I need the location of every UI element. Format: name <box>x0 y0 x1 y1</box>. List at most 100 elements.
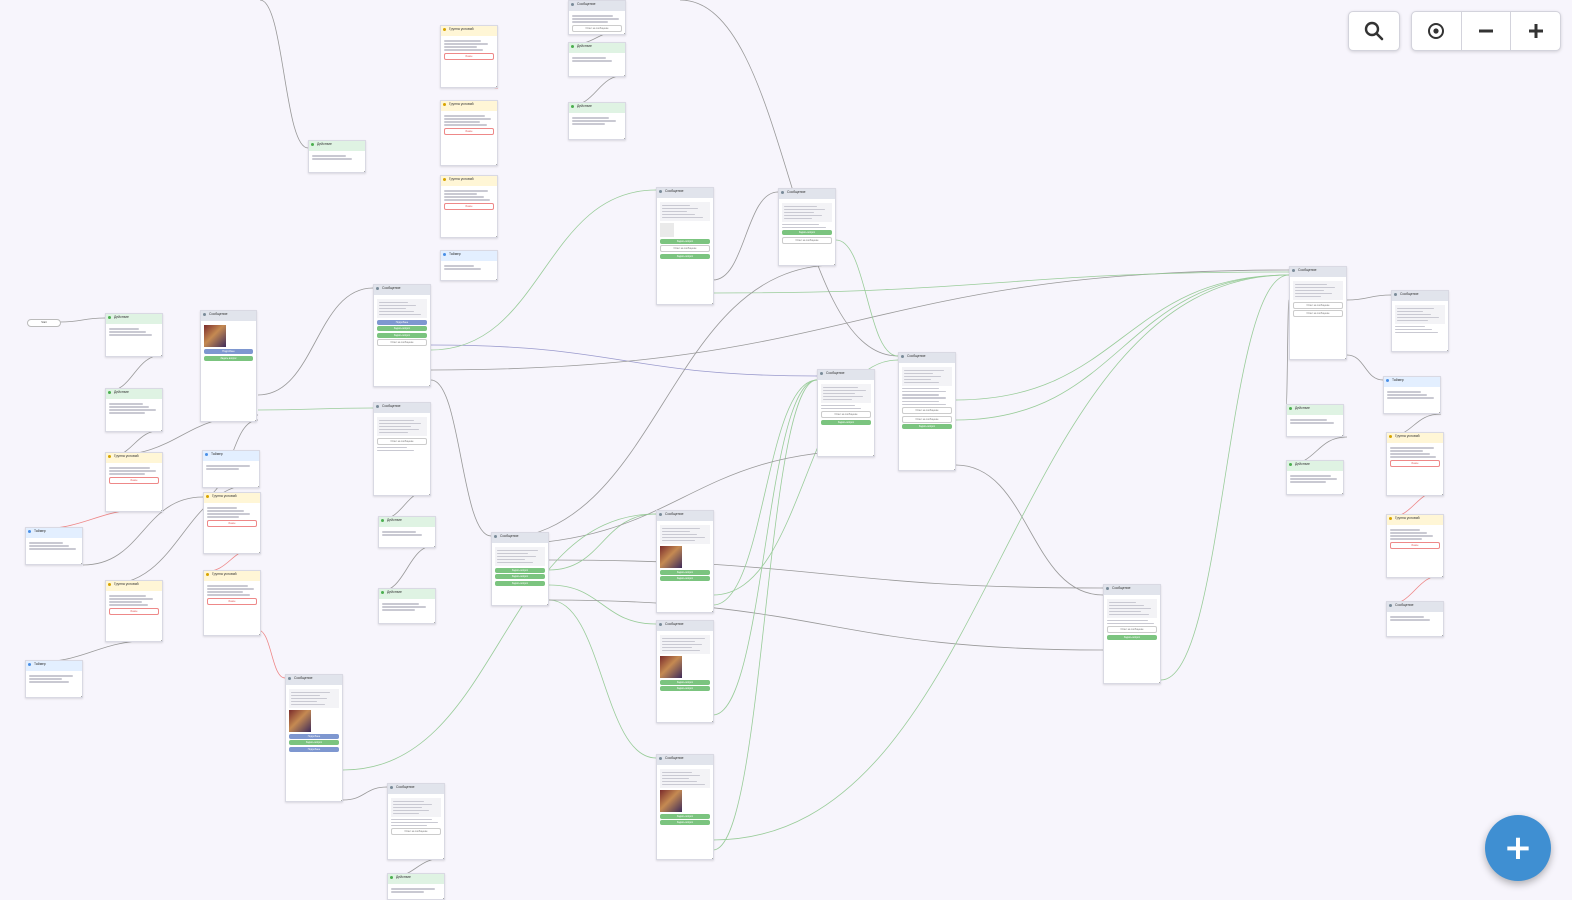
output-port[interactable] <box>1442 635 1443 636</box>
node-header[interactable]: Сообщение <box>657 621 713 631</box>
inline-button[interactable]: Задать вопрос <box>660 569 710 575</box>
output-port[interactable] <box>161 640 162 641</box>
node-header[interactable]: Действие <box>569 43 625 53</box>
node-header[interactable]: Группа условий <box>204 571 260 581</box>
output-port[interactable] <box>255 420 256 421</box>
else-branch[interactable]: Иначе <box>444 52 494 60</box>
node-header[interactable]: Сообщение <box>1290 267 1346 277</box>
else-branch[interactable]: Иначе <box>109 607 159 615</box>
node-header[interactable]: Действие <box>309 141 365 151</box>
output-port[interactable] <box>259 552 260 553</box>
node-header[interactable]: Сообщение <box>657 755 713 765</box>
action-node[interactable]: Действие <box>105 313 163 357</box>
output-port[interactable] <box>443 898 444 899</box>
output-port[interactable] <box>1442 494 1443 495</box>
node-header[interactable]: Действие <box>379 589 435 599</box>
node-header[interactable]: Действие <box>1287 461 1343 471</box>
action-node[interactable]: Действие <box>378 588 436 624</box>
zoom-out-button[interactable] <box>1462 12 1512 50</box>
else-branch[interactable]: Иначе <box>1390 541 1440 549</box>
timer-node[interactable]: Таймер <box>440 250 498 281</box>
output-port[interactable] <box>834 264 835 265</box>
node-header[interactable]: Сообщение <box>569 1 625 11</box>
reply-button[interactable]: Ответ на сообщение <box>1293 301 1343 309</box>
output-port[interactable] <box>712 858 713 859</box>
reply-button[interactable]: Ответ на сообщение <box>1293 310 1343 317</box>
node-header[interactable]: Сообщение <box>286 675 342 685</box>
message-node[interactable]: Сообщение <box>1391 290 1449 352</box>
output-port[interactable] <box>496 164 497 165</box>
inline-button[interactable]: Подробнее <box>289 733 339 739</box>
node-header[interactable]: Сообщение <box>374 403 430 413</box>
reply-button[interactable]: Ответ на сообщение <box>902 407 952 414</box>
node-header[interactable]: Действие <box>388 874 444 884</box>
output-port[interactable] <box>341 800 342 801</box>
node-header[interactable]: Действие <box>106 389 162 399</box>
reply-button[interactable]: Ответ на сообщение <box>377 339 427 346</box>
inline-button[interactable]: Задать вопрос <box>495 574 545 579</box>
inline-button[interactable]: Задать вопрос <box>660 253 710 259</box>
timer-node[interactable]: Таймер <box>1383 376 1441 414</box>
output-port[interactable] <box>954 469 955 470</box>
node-header[interactable]: Сообщение <box>388 784 444 794</box>
output-port[interactable] <box>1439 412 1440 413</box>
output-port[interactable] <box>496 236 497 237</box>
output-port[interactable] <box>547 604 548 605</box>
reply-button[interactable]: Ответ на сообщение <box>660 245 710 252</box>
zoom-in-button[interactable] <box>1511 12 1560 50</box>
node-header[interactable]: Таймер <box>26 528 82 538</box>
action-node[interactable]: Действие <box>378 516 436 548</box>
node-header[interactable]: Таймер <box>26 661 82 671</box>
node-header[interactable]: Таймер <box>1384 377 1440 387</box>
else-branch[interactable]: Иначе <box>109 476 159 484</box>
output-port[interactable] <box>429 385 430 386</box>
output-port[interactable] <box>429 494 430 495</box>
else-branch[interactable]: Иначе <box>1390 459 1440 467</box>
action-node[interactable]: Действие <box>105 388 163 432</box>
node-header[interactable]: Сообщение <box>657 511 713 521</box>
inline-button[interactable]: Задать вопрос <box>660 238 710 244</box>
output-port[interactable] <box>258 486 259 487</box>
action-node[interactable]: Действие <box>568 42 626 77</box>
inline-button[interactable]: Задать вопрос <box>1107 634 1157 640</box>
output-port[interactable] <box>712 611 713 612</box>
timer-node[interactable]: Таймер <box>202 450 260 488</box>
reply-button[interactable]: Ответ на сообщение <box>782 236 832 244</box>
output-port[interactable] <box>496 86 497 87</box>
output-port[interactable] <box>81 563 82 564</box>
inline-button[interactable]: Задать вопрос <box>377 326 427 331</box>
inline-button[interactable]: Задать вопрос <box>782 230 832 235</box>
inline-button[interactable]: Задать вопрос <box>660 820 710 825</box>
output-port[interactable] <box>712 303 713 304</box>
reply-button[interactable]: Ответ на сообщение <box>821 411 871 418</box>
reply-button[interactable]: Ответ на сообщение <box>1107 626 1157 633</box>
reply-button[interactable]: Ответ на сообщение <box>377 437 427 445</box>
inline-button[interactable]: Задать вопрос <box>289 740 339 745</box>
action-node[interactable]: Действие <box>387 873 445 900</box>
node-header[interactable]: Группа условий <box>106 581 162 591</box>
node-header[interactable]: Группа условий <box>441 101 497 111</box>
node-header[interactable]: Действие <box>569 103 625 113</box>
else-branch[interactable]: Иначе <box>444 202 494 210</box>
inline-button[interactable]: Задать вопрос <box>495 567 545 573</box>
node-header[interactable]: Таймер <box>203 451 259 461</box>
output-port[interactable] <box>161 430 162 431</box>
output-port[interactable] <box>1442 576 1443 577</box>
node-header[interactable]: Таймер <box>441 251 497 261</box>
node-header[interactable]: Группа условий <box>106 453 162 463</box>
node-header[interactable]: Сообщение <box>779 189 835 199</box>
output-port[interactable] <box>1342 493 1343 494</box>
